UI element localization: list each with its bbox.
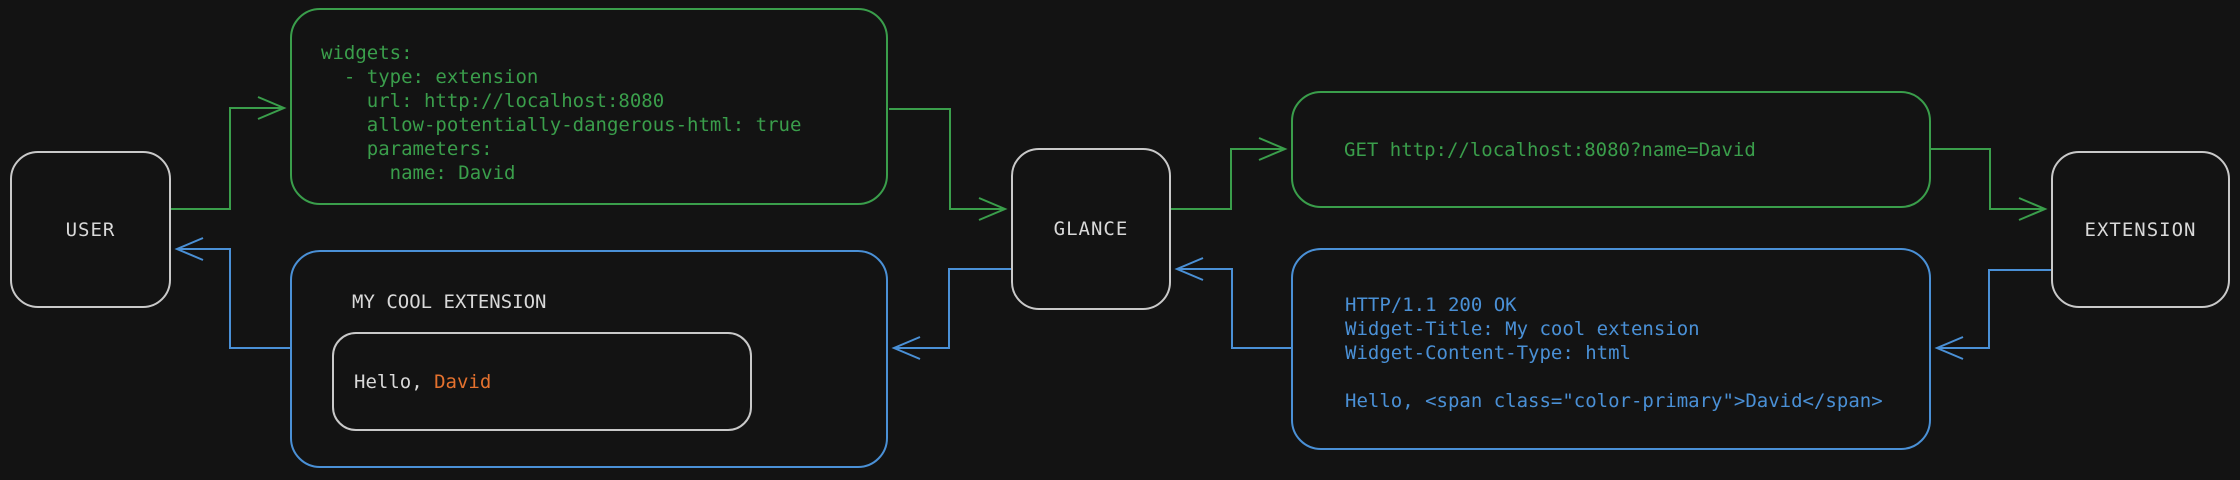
node-user: USER bbox=[10, 151, 171, 308]
arrow-response-to-glance bbox=[1174, 257, 1291, 349]
http-request-text: GET http://localhost:8080?name=David bbox=[1344, 138, 1756, 161]
node-glance-label: GLANCE bbox=[1053, 218, 1129, 240]
arrow-user-to-config bbox=[171, 96, 287, 210]
arrow-glance-to-request bbox=[1171, 137, 1288, 210]
http-request-box: GET http://localhost:8080?name=David bbox=[1291, 91, 1931, 208]
widget-greeting-box: Hello, David bbox=[332, 332, 752, 431]
node-extension-label: EXTENSION bbox=[2084, 218, 2197, 241]
arrow-config-to-glance bbox=[889, 108, 1008, 221]
node-glance: GLANCE bbox=[1011, 148, 1171, 310]
arrow-widget-to-user bbox=[174, 237, 290, 349]
config-yaml-code: widgets: - type: extension url: http://l… bbox=[321, 42, 802, 184]
node-extension: EXTENSION bbox=[2051, 151, 2230, 308]
rendered-widget-box: MY COOL EXTENSION Hello, David bbox=[290, 250, 888, 468]
widget-title: MY COOL EXTENSION bbox=[352, 291, 547, 313]
greeting-name: David bbox=[434, 370, 492, 393]
http-response-box: HTTP/1.1 200 OK Widget-Title: My cool ex… bbox=[1291, 248, 1931, 450]
arrow-extension-to-response bbox=[1934, 269, 2051, 360]
arrow-request-to-extension bbox=[1931, 148, 2048, 221]
http-response-code: HTTP/1.1 200 OK Widget-Title: My cool ex… bbox=[1345, 294, 1883, 412]
config-yaml-box: widgets: - type: extension url: http://l… bbox=[290, 8, 888, 205]
node-user-label: USER bbox=[65, 218, 116, 241]
greeting-prefix: Hello, bbox=[354, 370, 435, 393]
arrow-glance-to-widget bbox=[891, 268, 1011, 360]
